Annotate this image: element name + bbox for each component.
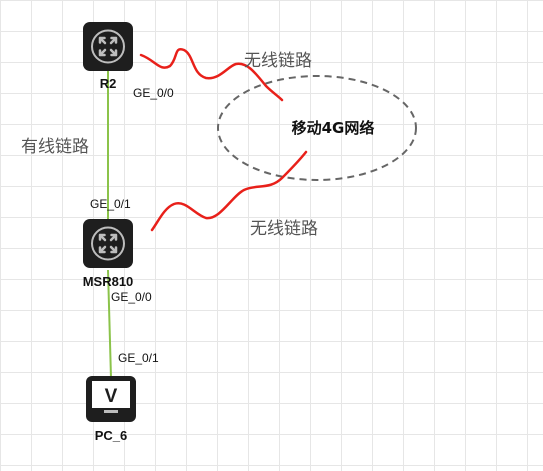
device-r2[interactable]: R2 [83,22,133,91]
router-icon[interactable] [83,22,133,71]
device-label-msr810: MSR810 [83,274,134,289]
port-label-pc-ge01: GE_0/1 [118,351,159,365]
pc-screen-glyph: V [105,386,118,407]
router-icon[interactable] [83,219,133,268]
wireless-link-label-top: 无线链路 [244,51,312,71]
port-label-r2-ge00: GE_0/0 [133,86,174,100]
device-label-r2: R2 [100,76,117,91]
port-label-msr-ge01: GE_0/1 [90,197,131,211]
device-pc6[interactable]: V PC_6 [86,376,136,443]
wired-link-label: 有线链路 [21,137,89,157]
network-label: 移动4G网络 [292,119,375,137]
network-cloud[interactable] [217,75,417,181]
port-label-msr-ge00: GE_0/0 [111,290,152,304]
wired-link-msr810-pc6[interactable] [107,269,112,379]
wireless-link-msr810[interactable] [150,150,308,232]
device-label-pc6: PC_6 [95,428,128,443]
wireless-link-r2[interactable] [139,47,284,102]
wireless-link-label-bottom: 无线链路 [250,219,318,239]
device-msr810[interactable]: MSR810 [83,219,134,289]
